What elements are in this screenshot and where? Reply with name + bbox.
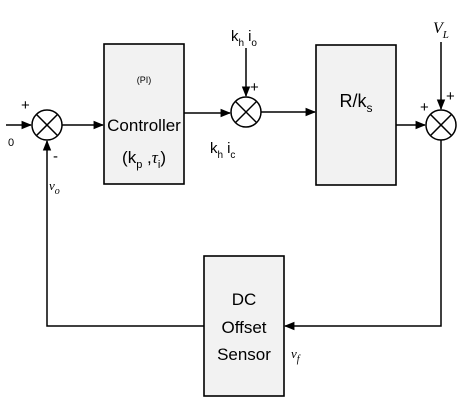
sensor-label-line3: Sensor bbox=[217, 345, 271, 364]
controller-block bbox=[103, 43, 185, 185]
plant-block bbox=[315, 44, 397, 186]
sensor-block bbox=[203, 255, 285, 397]
summing-junction-3 bbox=[425, 109, 457, 141]
summing-junction-1 bbox=[31, 109, 63, 141]
sensor-label-line1: DC bbox=[232, 290, 257, 309]
plant-label: R/ks bbox=[340, 91, 373, 115]
sj1-minus-sign: - bbox=[53, 148, 58, 165]
sensor-label-line2: Offset bbox=[221, 318, 266, 337]
controller-label: Controller bbox=[107, 116, 181, 135]
pi-tag: (PI) bbox=[137, 75, 152, 85]
input-label: 0 bbox=[8, 137, 14, 149]
vf-label: vf bbox=[291, 346, 301, 365]
sj3-plus-left-sign: + bbox=[420, 99, 429, 116]
sensor-output-arrow bbox=[42, 139, 204, 327]
sj1-plus-sign: + bbox=[21, 97, 30, 114]
vl-label: VL bbox=[433, 20, 449, 41]
sj2-plus-sign: + bbox=[250, 79, 259, 96]
summing-junction-2 bbox=[230, 96, 262, 128]
controller-params: (kp ,τi) bbox=[122, 148, 166, 171]
vo-label: vo bbox=[49, 178, 60, 197]
sj3-plus-top-sign: + bbox=[446, 88, 455, 105]
feedback-to-sensor-arrow bbox=[283, 140, 442, 331]
